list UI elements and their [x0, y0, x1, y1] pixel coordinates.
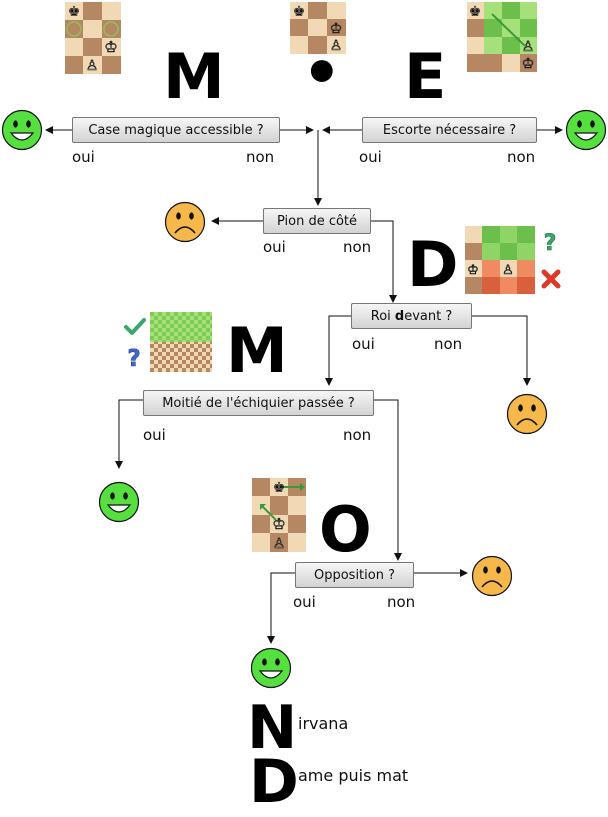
label-oui-opposition: oui	[293, 593, 316, 611]
question-icon: ?	[543, 231, 557, 253]
white-pawn-icon: ♙	[502, 263, 514, 278]
letter-e: E	[404, 40, 447, 113]
svg-text:?: ?	[544, 231, 557, 253]
node-escorte: Escorte nécessaire ?	[362, 117, 537, 143]
white-pawn-icon: ♙	[522, 39, 535, 55]
chess-board-opposition: ♚ ♔ ♙	[252, 478, 306, 552]
roi-devant-prefix: Roi	[370, 309, 395, 324]
label-oui-escorte: oui	[359, 148, 382, 166]
letter-m-top: M	[163, 40, 225, 113]
node-case-magique: Case magique accessible ?	[72, 117, 280, 143]
black-king-icon: ♚	[68, 4, 81, 20]
sad-face-icon	[164, 201, 206, 243]
label-oui-moitie: oui	[143, 426, 166, 444]
chess-board-escorte: ♚ ♙ ♔	[467, 2, 537, 72]
label-oui-case-magique: oui	[72, 148, 95, 166]
legend-letter-d: D	[249, 747, 299, 817]
letter-dot: •	[302, 36, 342, 109]
node-moitie: Moitié de l'échiquier passée ?	[143, 390, 374, 416]
label-non-roi: non	[434, 335, 463, 353]
label-non-case-magique: non	[246, 148, 275, 166]
letter-m-middle: M	[226, 314, 288, 387]
white-pawn-icon: ♙	[330, 38, 343, 54]
chess-board-top-center: ♚ ♔ ♙	[290, 2, 346, 54]
chess-board-moitie	[150, 312, 212, 372]
sad-face-icon	[506, 393, 548, 435]
sad-face-icon	[471, 555, 513, 597]
node-opposition: Opposition ?	[295, 562, 414, 588]
cross-icon	[541, 269, 561, 289]
happy-face-icon	[250, 647, 292, 689]
happy-face-icon	[1, 109, 43, 151]
flow-connectors	[45, 126, 563, 644]
label-non-escorte: non	[507, 148, 536, 166]
letter-d: D	[407, 228, 459, 301]
label-non-pion: non	[343, 238, 372, 256]
happy-face-icon	[98, 481, 140, 523]
chess-board-case-magique: ♚ ♔ ♙	[65, 2, 121, 74]
white-pawn-icon: ♙	[86, 58, 99, 74]
label-oui-roi: oui	[352, 335, 375, 353]
label-non-opposition: non	[387, 593, 416, 611]
white-king-icon: ♔	[330, 21, 343, 37]
checkmark-icon	[124, 318, 146, 335]
white-king-icon: ♔	[104, 38, 117, 56]
white-king-icon: ♔	[522, 56, 535, 72]
legend-letter-n: N	[247, 693, 298, 763]
svg-text:?: ?	[127, 346, 140, 369]
label-oui-pion: oui	[263, 238, 286, 256]
node-roi-devant: Roi devant ?	[351, 303, 472, 329]
roi-devant-suffix: evant ?	[404, 309, 453, 324]
black-king-icon: ♚	[469, 4, 482, 20]
chess-board-roi-devant: ♔ ♙	[465, 226, 535, 294]
label-non-moitie: non	[343, 426, 372, 444]
black-king-icon: ♚	[273, 480, 286, 496]
node-pion-de-cote: Pion de côté	[263, 208, 371, 234]
white-pawn-icon: ♙	[273, 536, 286, 552]
white-king-icon: ♔	[467, 263, 479, 278]
letter-o: O	[319, 493, 372, 566]
white-king-icon: ♔	[272, 515, 285, 533]
black-king-icon: ♚	[293, 4, 306, 20]
happy-face-icon	[565, 109, 607, 151]
question-icon: ?	[127, 346, 141, 369]
roi-devant-bold: d	[394, 309, 405, 324]
legend-text-nirvana: irvana	[298, 714, 349, 733]
legend-text-dame: ame puis mat	[298, 766, 409, 785]
